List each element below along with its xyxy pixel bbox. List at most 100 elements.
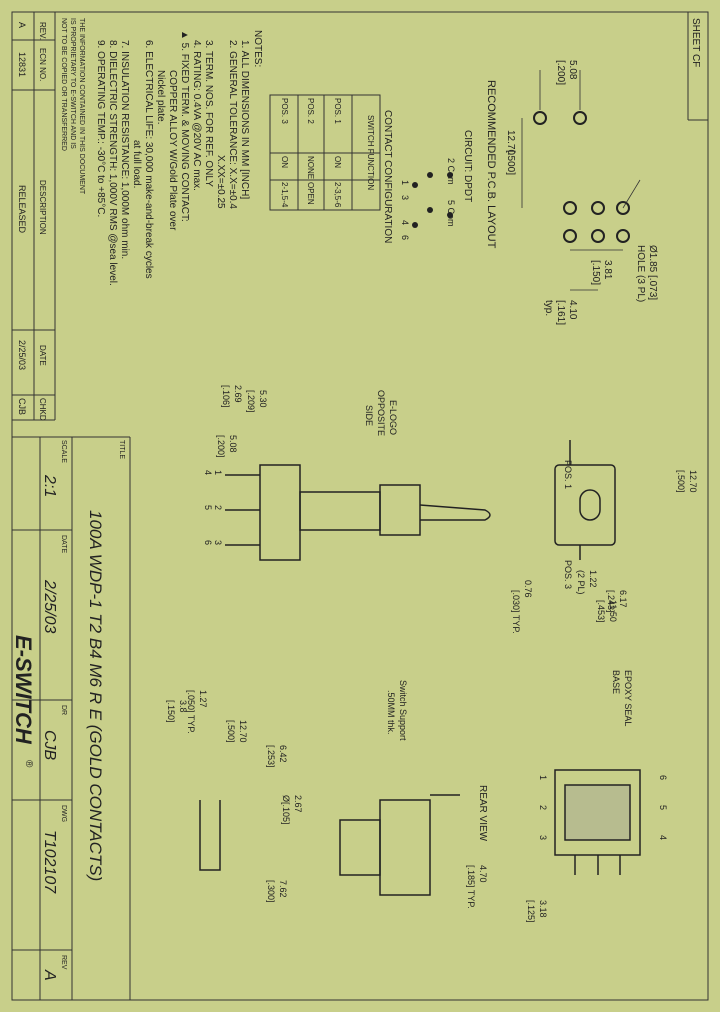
note-line: 1. ALL DIMENSIONS IN MM [INCH]	[239, 40, 250, 199]
note-line: Nickel plate.	[155, 70, 166, 124]
front-label: E-LOGO	[388, 400, 398, 435]
terminal-number: 4	[203, 470, 213, 475]
side-dim: [.125]	[526, 900, 536, 923]
hole-note: HOLE (3 PL)	[635, 245, 646, 302]
terminal-label: OPEN	[306, 182, 315, 205]
title-label: TITLE	[118, 440, 125, 459]
rear-terminal: 5	[658, 805, 668, 810]
rear-terminal: 6	[658, 775, 668, 780]
circuit-label: 5 Com	[446, 200, 456, 227]
proprietary-note: NOT TO BE COPIED OR TRANSFERRED	[60, 18, 67, 151]
rear-label: EPOXY SEAL	[623, 670, 633, 726]
terminal-number: 5	[203, 505, 213, 510]
circuit-title: CIRCUIT: DPDT	[462, 130, 473, 202]
position-label: POS. 3	[280, 98, 289, 124]
chkd-value: CJB	[17, 398, 27, 415]
title-block	[12, 436, 131, 1000]
pcb-layout-title: RECOMMENDED P.C.B. LAYOUT	[485, 80, 497, 249]
note-line: X.XX=±0.25	[215, 155, 226, 209]
front-label: OPPOSITE	[376, 390, 386, 436]
terminal-label: 2-3,5-6	[333, 182, 342, 208]
scale-value: 2:1	[41, 474, 58, 497]
note-line: 6. ELECTRICAL LIFE: 30,000 make-and-brea…	[143, 40, 154, 279]
side-dim: 12.70	[238, 720, 248, 743]
circuit-label: 1	[400, 180, 410, 185]
pcb-dim: 4.10	[567, 300, 578, 320]
side-label: Switch Support	[398, 680, 408, 741]
position-label: POS. 1	[333, 98, 342, 124]
rev-value: A	[41, 969, 58, 981]
front-dim: 6.17	[618, 590, 628, 608]
side-dim: [.300]	[266, 880, 276, 903]
logo-registered-mark: ®	[23, 760, 34, 768]
side-dim: [.253]	[266, 745, 276, 768]
front-view-outline	[554, 440, 616, 560]
description-value: RELEASED	[17, 185, 27, 234]
side-dim: [.185] TYP.	[466, 865, 476, 909]
date-value: 2/25/03	[41, 579, 58, 633]
rear-view-title: REAR VIEW	[477, 785, 488, 842]
pcb-dim: [.150]	[590, 260, 601, 285]
e-switch-logo: E-SWITCH	[11, 635, 36, 745]
ecn-header: ECN NO.	[38, 48, 47, 81]
terminal-number: 3	[213, 540, 223, 545]
side-dim: 3.18	[538, 900, 548, 918]
side-label: .50MM thk.	[386, 690, 396, 735]
contact-config-title: CONTACT CONFIGURATION	[382, 110, 393, 243]
description-header: DESCRIPTION	[38, 180, 47, 235]
drawn-by-value: CJB	[41, 730, 58, 761]
note-line: 2. GENERAL TOLERANCE: X.X=±0.4	[227, 40, 238, 209]
terminal-number: 6	[203, 540, 213, 545]
side-dim: 7.62	[278, 880, 288, 898]
front-label: POS. 1	[563, 460, 573, 489]
position-label: POS. 2	[306, 98, 315, 124]
note-line: 9. OPERATING TEMP.: -30°C to +85°C.	[95, 40, 106, 217]
circuit-symbol	[412, 172, 453, 228]
date-header: DATE	[38, 345, 47, 366]
front-label: SIDE	[364, 405, 374, 426]
front-dim: 2.69	[233, 385, 243, 403]
date-label: DATE	[60, 535, 67, 553]
front-dim: [.200]	[216, 435, 226, 458]
rev-label: REV	[60, 955, 67, 970]
front-dim: [.209]	[246, 390, 256, 413]
side-dim: 1.27	[198, 690, 208, 708]
rev-header: REV.	[38, 22, 47, 40]
side-dim: Ø[.105]	[281, 795, 291, 825]
pcb-dim: [.500]	[505, 150, 516, 175]
revision-table	[12, 12, 56, 421]
contact-config-subtitle: SWITCH FUNCTION	[366, 115, 375, 190]
front-dim: (2 PL)	[576, 570, 586, 595]
front-dim: [.106]	[221, 385, 231, 408]
pcb-dim-lines	[521, 70, 641, 291]
front-dim: 5.08	[228, 435, 238, 453]
drawing-title: 100A WDP-1 T2 B4 M6 R E (GOLD CONTACTS)	[86, 510, 105, 881]
rear-view	[554, 769, 641, 875]
front-dim: [.453]	[596, 600, 606, 623]
note-line: COPPER ALLOY W/Gold Plate over	[167, 70, 178, 231]
dwg-label: DWG	[60, 805, 67, 822]
front-dim: 11.50	[608, 600, 618, 622]
side-dim: 6.42	[278, 745, 288, 763]
function-label: ON	[333, 156, 342, 168]
proprietary-note: IS PROPRIETARY TO E-SWITCH AND IS	[69, 18, 76, 149]
pcb-dim: 3.81	[602, 260, 613, 280]
note-line: at full load.	[131, 140, 142, 188]
rear-terminal: 1	[538, 775, 548, 780]
circuit-label: 4	[400, 220, 410, 225]
front-dim: [.500]	[676, 470, 686, 493]
terminal-label: 2-1,5-4	[280, 182, 289, 208]
side-dim: [.050] TYP.	[186, 690, 196, 734]
side-dim: [.150]	[166, 700, 176, 723]
ecn-value: 12831	[17, 52, 27, 77]
circuit-label: 3	[400, 195, 410, 200]
sheet-border	[11, 11, 709, 1001]
proprietary-note: THE INFORMATION CONTAINED IN THIS DOCUME…	[78, 18, 85, 195]
side-view-switch	[225, 464, 491, 561]
pcb-dim: [.161]	[555, 300, 566, 325]
rear-label: BASE	[611, 670, 621, 694]
front-dim: 12.70	[688, 470, 698, 493]
terminal-number: 2	[213, 505, 223, 510]
